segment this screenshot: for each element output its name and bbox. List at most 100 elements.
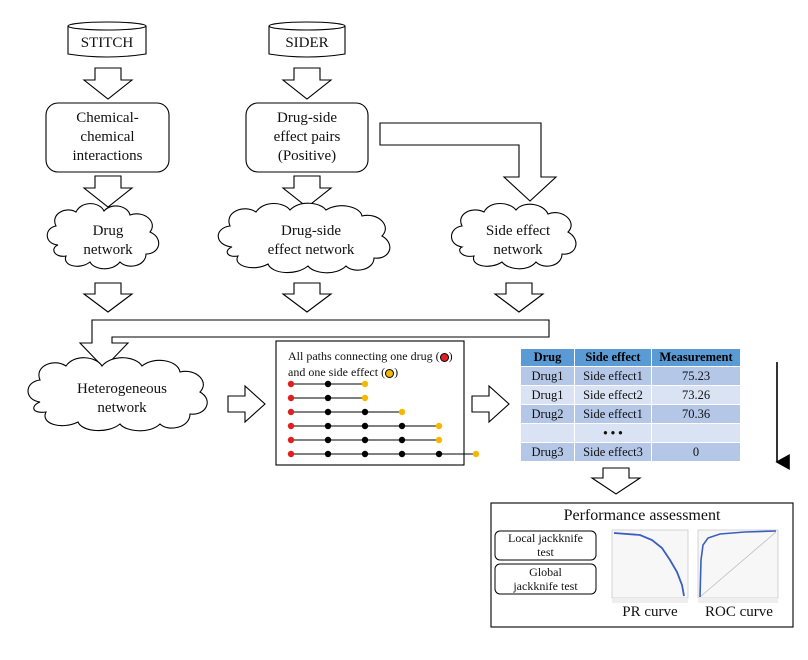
het-line2: network: [97, 399, 147, 416]
table-cell: [652, 424, 740, 442]
heterogeneous-network-label: Heterogeneous network: [40, 380, 204, 418]
arrow-down: [493, 282, 545, 313]
drug-dot-icon: [439, 352, 449, 362]
bent-arrow-to-heterogeneous: [78, 319, 550, 369]
dse-line2: effect network: [267, 241, 355, 258]
column-header: Side effect: [575, 349, 651, 366]
intermediate-node: [324, 450, 332, 458]
drug-node: [287, 450, 295, 458]
intermediate-node: [398, 422, 406, 430]
side-effect-network-label: Side effect network: [462, 222, 574, 260]
stitch-database-icon: [67, 21, 147, 58]
intermediate-node: [398, 450, 406, 458]
paths-caption: All paths connecting one drug () and one…: [288, 348, 464, 380]
global-jackknife-box: [494, 563, 597, 595]
table-row: Drug2 Side effect1 70.36: [521, 405, 740, 423]
side-effect-node: [435, 436, 443, 444]
drug-node: [287, 422, 295, 430]
drug-node: [287, 394, 295, 402]
table-header-row: Drug Side effect Measurement: [521, 349, 740, 366]
arrow-right: [471, 384, 510, 424]
global-jackknife-label: Global jackknife test: [495, 565, 596, 593]
side-effect-node: [361, 380, 369, 388]
intermediate-node: [324, 380, 332, 388]
heterogeneous-network-cloud: [27, 357, 208, 432]
column-header: Drug: [521, 349, 574, 366]
roc-curve-label: ROC curve: [705, 604, 773, 620]
drug-line2: network: [83, 241, 133, 258]
arrow-down: [82, 175, 134, 208]
side-effect-node: [361, 394, 369, 402]
drug-side-effect-pairs-box: [245, 102, 369, 173]
side-effect-node: [435, 422, 443, 430]
caption-line2-text: and one side effect (: [288, 365, 386, 379]
paths-caption-line2: and one side effect (): [288, 364, 464, 380]
intermediate-node: [361, 408, 369, 416]
table-cell: Drug1: [521, 386, 574, 404]
side-effect-node: [398, 408, 406, 416]
table-ellipsis: • • •: [575, 424, 651, 442]
side-effect-dot-icon: [385, 368, 395, 378]
drug-side-effect-network-label: Drug-side effect network: [236, 222, 386, 260]
drug-side-effect-pairs-label: Drug-side effect pairs (Positive): [246, 109, 368, 165]
local-jackknife-box: [494, 530, 597, 561]
drug-network-label: Drug network: [58, 222, 158, 260]
table-row: Drug3 Side effect3 0: [521, 443, 740, 461]
caption-line2-end: ): [394, 365, 399, 379]
bent-arrow-to-side-effect: [379, 122, 558, 202]
table-cell: Side effect3: [575, 443, 651, 461]
pr-curve-label: PR curve: [622, 604, 678, 620]
roc-curve-plot: [697, 529, 779, 603]
table-row: Drug1 Side effect2 73.26: [521, 386, 740, 404]
drug-network-cloud: [46, 203, 160, 270]
local-line1: Local jackknife: [508, 531, 583, 545]
chemical-interactions-label: Chemical- chemical interactions: [46, 109, 169, 165]
roc-curve-line: [699, 530, 777, 598]
intermediate-node: [324, 408, 332, 416]
table-cell: Side effect2: [575, 386, 651, 404]
drug-side-effect-network-cloud: [217, 202, 391, 274]
drug-node: [287, 380, 295, 388]
arrow-down: [82, 282, 134, 313]
measurement-table: Drug Side effect Measurement Drug1 Side …: [520, 348, 741, 462]
sider-database-icon: [268, 21, 346, 58]
chemical-interactions-box: [45, 102, 170, 173]
pr-curve-line: [613, 532, 685, 597]
intermediate-node: [324, 394, 332, 402]
pr-curve-plot: [611, 529, 689, 603]
chemical-line3: interactions: [72, 147, 143, 164]
global-line1: Global: [529, 565, 562, 579]
paths-panel-box: [275, 340, 465, 466]
table-cell: 0: [652, 443, 740, 461]
table-cell: 70.36: [652, 405, 740, 423]
paths-illustration: [287, 380, 480, 458]
table-cell: Drug2: [521, 405, 574, 423]
table-cell: Drug1: [521, 367, 574, 385]
caption-line1-text: All paths connecting one drug (: [288, 349, 440, 363]
intermediate-node: [324, 422, 332, 430]
side-effect-network-cloud: [450, 202, 577, 270]
drug-line1: Drug: [92, 223, 124, 239]
arrow-down: [82, 67, 134, 100]
drug-node: [287, 436, 295, 444]
arrow-down: [281, 175, 333, 208]
arrow-down: [281, 282, 333, 313]
table-cell: Side effect1: [575, 367, 651, 385]
global-line2: jackknife test: [513, 579, 578, 593]
side-effect-node: [472, 450, 480, 458]
dse-line1: Drug-side: [281, 223, 341, 239]
column-header: Measurement: [652, 349, 740, 366]
chemical-line2: chemical: [80, 128, 135, 145]
cloud-shapes: [27, 202, 577, 432]
arrow-down: [281, 67, 333, 100]
intermediate-node: [324, 436, 332, 444]
intermediate-node: [361, 422, 369, 430]
stitch-label: STITCH: [80, 35, 134, 51]
intermediate-node: [435, 450, 443, 458]
se-line1: Side effect: [485, 223, 551, 239]
performance-title: Performance assessment: [563, 507, 721, 524]
table-cell: [521, 424, 574, 442]
chemical-line1: Chemical-: [76, 110, 139, 126]
